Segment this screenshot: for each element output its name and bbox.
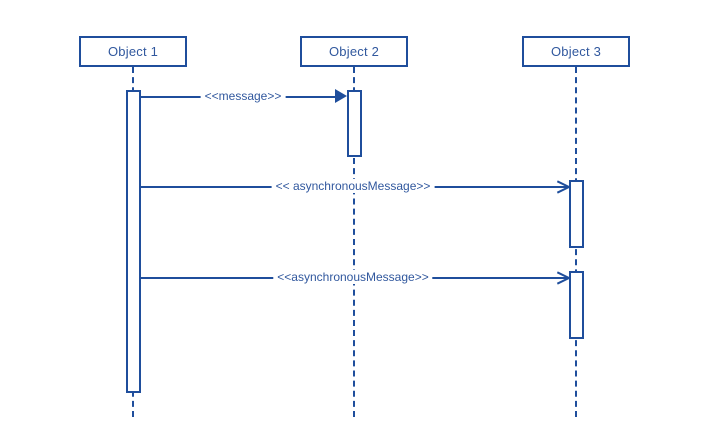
activation-bar-object-2[interactable] <box>347 90 362 157</box>
activation-bar-object-3-first[interactable] <box>569 180 584 248</box>
arrowhead-open-icon <box>556 269 570 285</box>
participant-box-object-1[interactable]: Object 1 <box>79 36 187 67</box>
participant-label: Object 3 <box>550 44 601 59</box>
message-label-1: <<message>> <box>200 89 286 103</box>
activation-bar-object-1[interactable] <box>126 90 141 393</box>
arrowhead-solid-icon <box>335 89 347 103</box>
participant-box-object-2[interactable]: Object 2 <box>300 36 408 67</box>
arrowhead-open-icon <box>556 178 570 194</box>
message-label-3: <<asynchronousMessage>> <box>273 270 433 284</box>
lifeline-object-2 <box>353 67 355 417</box>
participant-label: Object 1 <box>107 44 158 59</box>
participant-box-object-3[interactable]: Object 3 <box>522 36 630 67</box>
message-label-2: << asynchronousMessage>> <box>271 179 435 193</box>
activation-bar-object-3-second[interactable] <box>569 271 584 339</box>
participant-label: Object 2 <box>328 44 379 59</box>
